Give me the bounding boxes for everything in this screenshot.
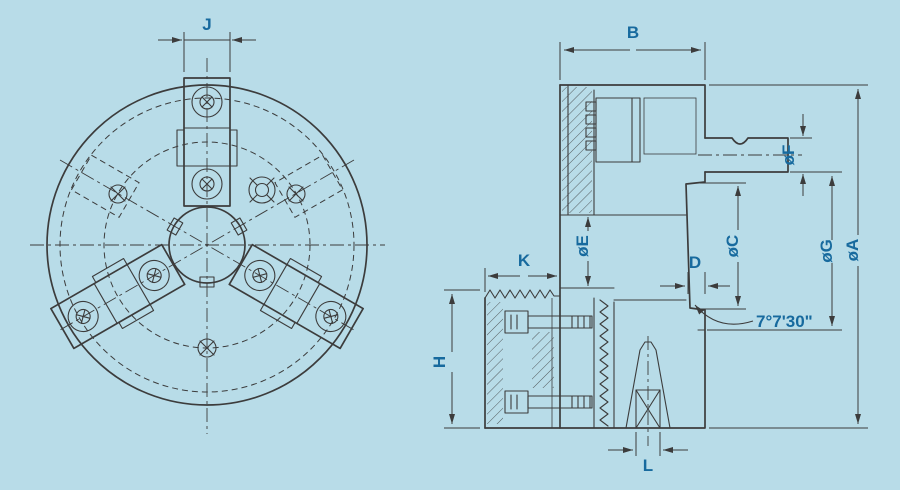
dimension-j: J (158, 15, 256, 72)
spigot-outline (704, 137, 789, 173)
pinion-socket (248, 176, 276, 204)
jaw-lower-right (46, 237, 190, 356)
dim-label-c: øC (723, 235, 742, 258)
chuck-outer-diameter (46, 84, 368, 406)
dim-label-b: B (627, 23, 639, 42)
section-hatching (487, 87, 697, 424)
wedge-plunger (625, 336, 671, 446)
chuck-face-dashed-circle (59, 97, 355, 393)
front-view: J (30, 15, 385, 434)
section-view: B øF øG øA øE (430, 23, 868, 475)
dim-label-d: D (689, 253, 701, 272)
angle-label: 7°7'30" (756, 312, 813, 331)
dim-label-f: øF (779, 145, 798, 166)
body-outline-top (559, 84, 706, 139)
jaw-bolt-lower (504, 390, 593, 414)
dimension-f: øF (779, 114, 812, 196)
dim-label-h: H (430, 356, 449, 368)
dimension-a: øA (709, 84, 868, 429)
mount-screw-upper-right (286, 184, 306, 204)
dimension-k: K (484, 251, 557, 292)
dimension-h: H (430, 289, 480, 429)
dimension-g: øG (707, 171, 842, 331)
front-view-centerlines (30, 58, 385, 434)
dimension-e: øE (573, 217, 592, 286)
dimension-b: B (559, 23, 706, 80)
dim-label-g: øG (817, 239, 836, 263)
bore-keyways (166, 217, 248, 288)
dimension-c: øC (700, 182, 746, 310)
dim-label-j: J (202, 15, 211, 34)
jaw-section (484, 289, 615, 429)
mount-screw-upper-left (108, 184, 128, 204)
center-bore (168, 206, 246, 284)
hidden-guide-slots (70, 154, 344, 219)
annotation-taper-angle: 7°7'30" (694, 304, 813, 331)
dim-label-l: L (643, 456, 653, 475)
dim-label-a: øA (843, 239, 862, 262)
dim-label-e: øE (573, 235, 592, 257)
dimension-l: L (608, 432, 688, 475)
dim-label-k: K (518, 251, 531, 270)
dimension-d: D (660, 253, 730, 294)
jaw-bolt-upper (504, 310, 593, 334)
